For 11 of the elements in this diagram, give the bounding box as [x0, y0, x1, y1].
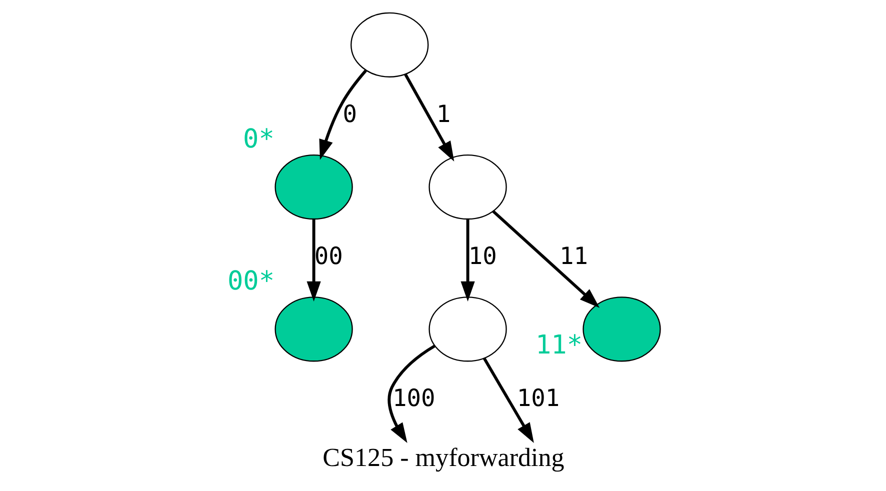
node-label: 0*	[242, 124, 274, 154]
edge-label: 1	[436, 100, 450, 128]
node-label: 00*	[226, 266, 274, 297]
node-label: 11*	[534, 330, 582, 361]
edge-label: 00	[314, 242, 342, 270]
edge-label: 11	[559, 242, 588, 270]
caption: CS125 - myforwarding	[322, 442, 564, 472]
edge-label: 100	[392, 384, 435, 412]
edge-label: 101	[516, 384, 560, 412]
edge-label: 10	[468, 242, 496, 270]
edge-label: 0	[342, 100, 357, 128]
